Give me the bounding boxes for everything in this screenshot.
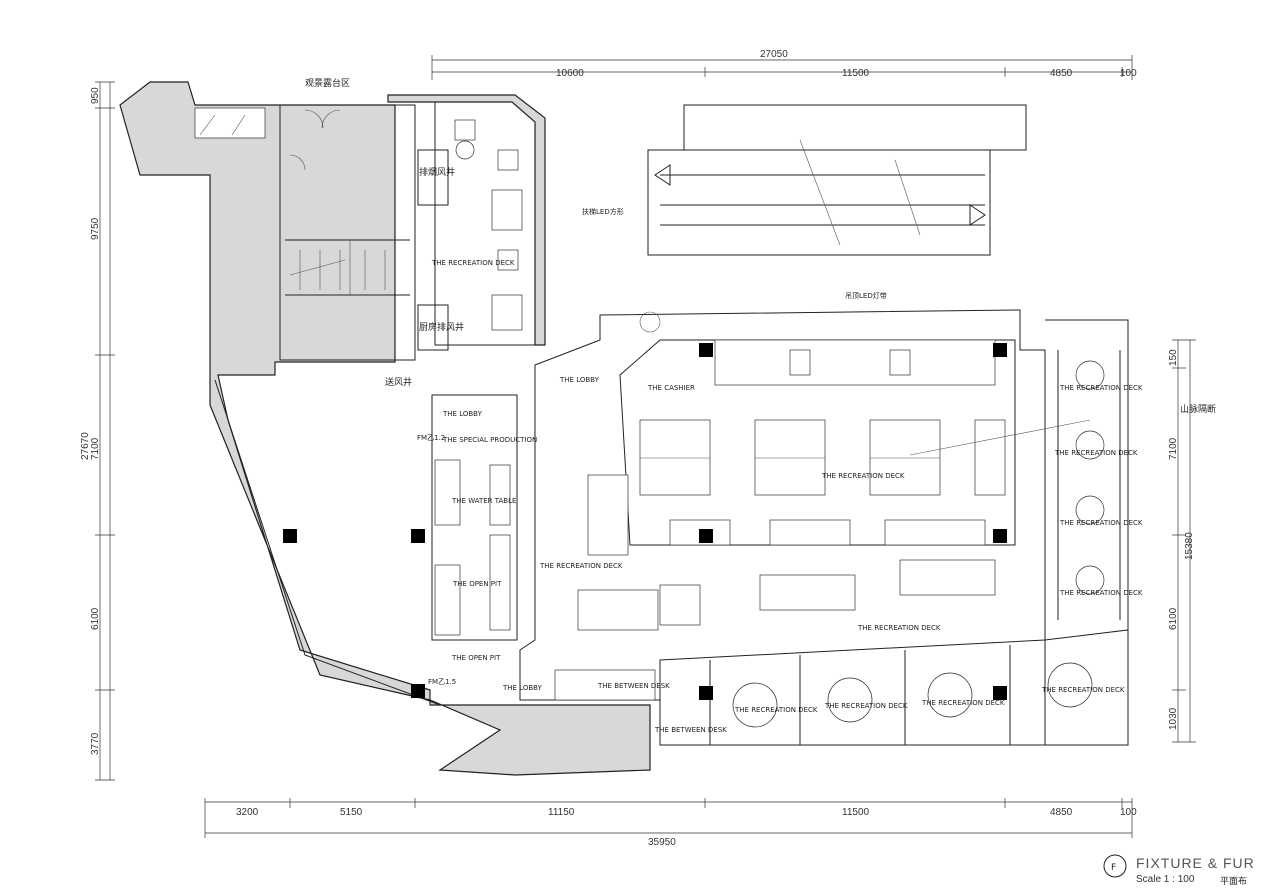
upper-deck: THE RECREATION DECK [387, 94, 546, 346]
sofa-deck-label-2: THE RECREATION DECK [857, 624, 941, 632]
service-strip: THE LOBBY THE SPECIAL PRODUCTION THE WAT… [417, 394, 537, 686]
special-production-label: THE SPECIAL PRODUCTION [442, 436, 537, 444]
lobby-label-3: THE LOBBY [442, 410, 483, 418]
dim-left-total: 27670 [80, 432, 91, 460]
scale-text: Scale 1 : 100 [1136, 874, 1195, 885]
dim-top-2: 11500 [842, 68, 870, 79]
shaft-3-label: 送风井 [385, 376, 412, 388]
window-box-1 [194, 107, 266, 139]
right-deck-label-2: THE RECREATION DECK [1054, 449, 1138, 457]
central-deck: THE CASHIER THE RECREATION DECK 山脉隔断 [619, 339, 1216, 546]
dim-right-1: 150 [1168, 349, 1179, 366]
bottom-rooms: THE RECREATION DECK THE RECREATION DECK … [502, 629, 1129, 746]
fm-label-1: FM乙1.2 [417, 434, 445, 442]
dim-top-3: 4850 [1050, 68, 1073, 79]
dim-top-4: 100 [1120, 68, 1137, 79]
title-block: F FIXTURE & FUR Scale 1 : 100 平面布 [1103, 854, 1255, 887]
dim-top-1: 10600 [556, 68, 584, 79]
dim-right-total: 15380 [1184, 532, 1195, 560]
right-decks: THE RECREATION DECK THE RECREATION DECK … [1054, 350, 1143, 620]
shaft-1 [417, 149, 449, 206]
dim-bottom-total: 35950 [648, 837, 676, 848]
dim-bottom-2: 5150 [340, 807, 363, 818]
left-dimensions: 950 9750 7100 6100 3770 27670 [80, 81, 115, 781]
dim-left-4: 6100 [90, 607, 101, 630]
bottom-dimensions: 3200 5150 11150 11500 4850 100 35950 [204, 798, 1137, 848]
escalator-led-label: 扶梯LED方形 [582, 207, 624, 216]
dim-right-3: 6100 [1168, 607, 1179, 630]
fm-label-2: FM乙1.5 [428, 678, 456, 686]
dim-bottom-6: 100 [1120, 807, 1137, 818]
open-pit-label-1: THE OPEN PIT [452, 580, 502, 588]
dim-left-1: 950 [90, 87, 101, 104]
mountain-label: 山脉隔断 [1180, 403, 1216, 415]
dim-right-2: 7100 [1168, 437, 1179, 460]
room-label-3: THE RECREATION DECK [921, 699, 1005, 707]
sofa-area: THE RECREATION DECK THE RECREATION DECK [539, 474, 996, 632]
right-dimensions: 150 7100 6100 1030 15380 [1168, 339, 1196, 743]
dim-left-5: 3770 [90, 732, 101, 755]
dim-right-4: 1030 [1168, 707, 1179, 730]
lobby-label-2: THE LOBBY [502, 684, 543, 692]
cashier-label: THE CASHIER [647, 384, 695, 392]
terrace-area: 观景露台区 [119, 77, 651, 776]
dim-bottom-1: 3200 [236, 807, 259, 818]
central-deck-label: THE RECREATION DECK [821, 472, 905, 480]
dim-bottom-3: 11150 [548, 807, 575, 818]
right-deck-label-4: THE RECREATION DECK [1059, 589, 1143, 597]
dim-left-3: 7100 [90, 437, 101, 460]
room-label-4: THE RECREATION DECK [1041, 686, 1125, 694]
title-text: FIXTURE & FUR [1136, 855, 1255, 871]
dim-top-total: 27050 [760, 49, 788, 60]
structural-columns [283, 343, 1007, 700]
upper-deck-label: THE RECREATION DECK [431, 259, 515, 267]
between-label-1: THE BETWEEN DESK [597, 682, 670, 690]
landscape-label: 观景露台区 [305, 77, 350, 89]
sofa-deck-label-1: THE RECREATION DECK [539, 562, 623, 570]
escalator: 扶梯LED方形 [582, 104, 1027, 256]
led-strip-label: 吊顶LED灯带 [845, 291, 887, 300]
dim-bottom-5: 4850 [1050, 807, 1073, 818]
between-label-2: THE BETWEEN DESK [654, 726, 727, 734]
right-deck-label-1: THE RECREATION DECK [1059, 384, 1143, 392]
top-dimensions: 27050 10600 11500 4850 100 [431, 49, 1137, 80]
shaft-1-label: 排烟风井 [419, 166, 455, 178]
dim-left-2: 9750 [90, 217, 101, 240]
title-logo: F [1111, 863, 1116, 873]
room-label-2: THE RECREATION DECK [824, 702, 908, 710]
shaft-2 [417, 304, 449, 351]
dim-bottom-4: 11500 [842, 807, 870, 818]
shaft-2-label: 厨房排风井 [419, 321, 464, 333]
subtitle-text: 平面布 [1220, 875, 1247, 887]
right-deck-label-3: THE RECREATION DECK [1059, 519, 1143, 527]
stair-core [279, 104, 416, 361]
shafts: 排烟风井 厨房排风井 送风井 [385, 149, 464, 388]
open-pit-label-2: THE OPEN PIT [451, 654, 501, 662]
room-label-1: THE RECREATION DECK [734, 706, 818, 714]
water-table-label: THE WATER TABLE [451, 497, 516, 505]
lobby-label-1: THE LOBBY [559, 376, 600, 384]
